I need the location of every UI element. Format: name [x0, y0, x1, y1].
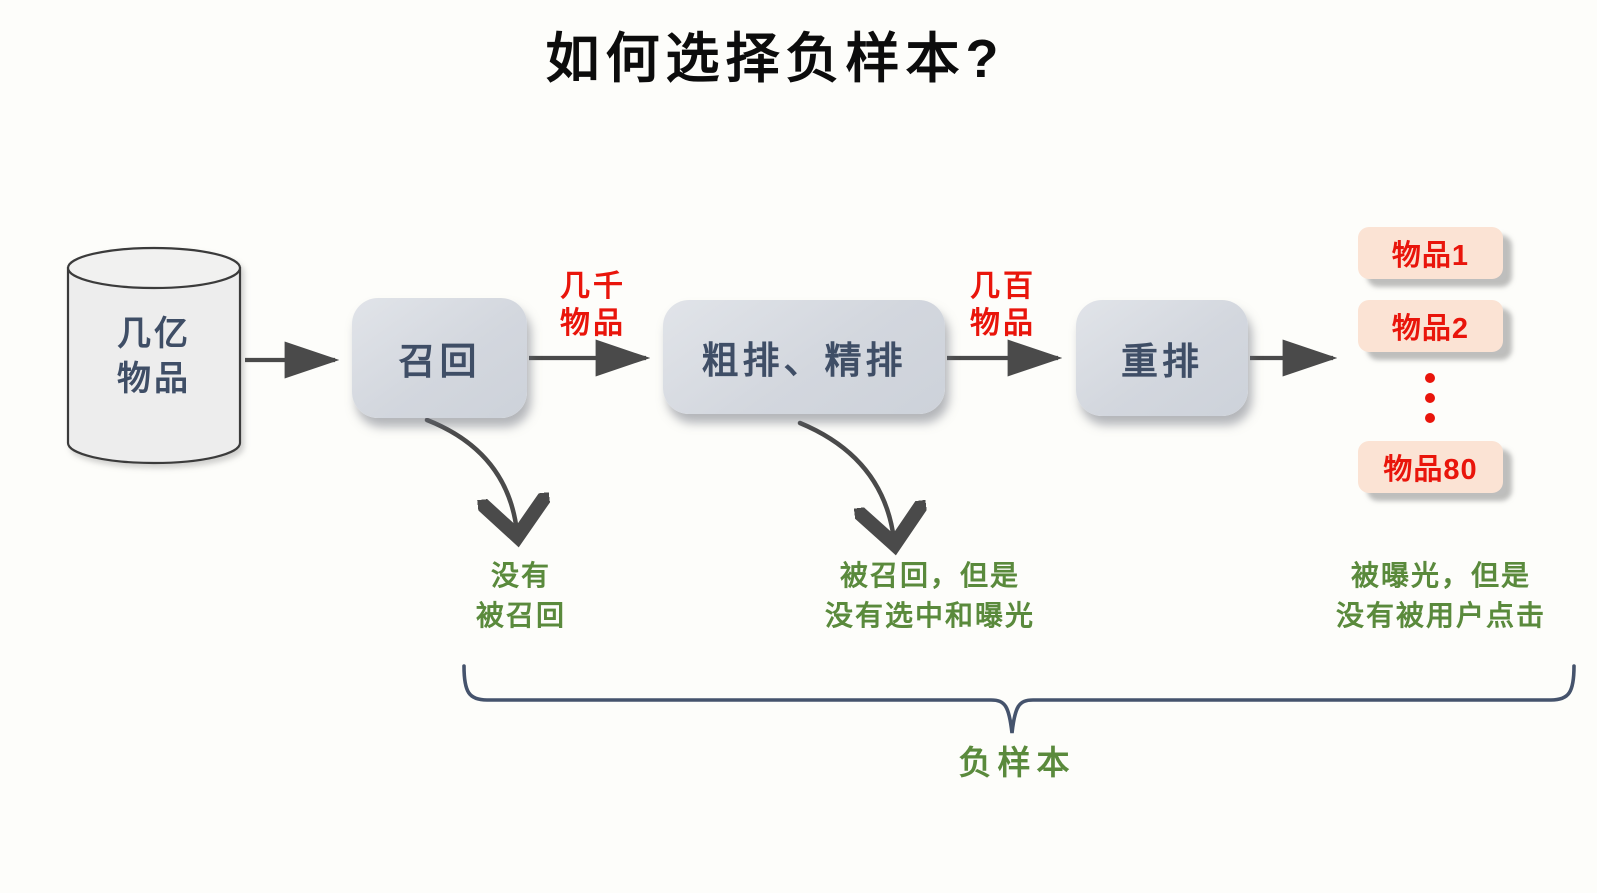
note-not-recalled-line1: 没有: [490, 560, 551, 591]
stage-recall-box: 召回: [352, 298, 527, 418]
flow-label-hundreds: 几百 物品: [923, 268, 1083, 342]
cylinder-label: 几亿 物品: [68, 312, 240, 402]
note-recalled-not-exposed-line1: 被召回，但是: [839, 560, 1020, 591]
stage-ranking-label: 粗排、精排: [701, 340, 907, 381]
negative-samples-brace: [462, 664, 1576, 734]
stage-recall-label: 召回: [398, 341, 481, 382]
flow-label-hundreds-line1: 几百: [970, 270, 1036, 303]
note-recalled-not-exposed: 被召回，但是 没有选中和曝光: [770, 556, 1090, 636]
note-exposed-not-clicked: 被曝光，但是 没有被用户点击: [1281, 556, 1597, 636]
flow-label-thousands-line2: 物品: [560, 307, 626, 340]
stage-rerank-box: 重排: [1076, 300, 1248, 416]
result-item-1-label: 物品1: [1391, 240, 1470, 272]
arrow-recall-dropout: [424, 417, 517, 532]
arrow-ranking-dropout: [797, 420, 894, 540]
result-item-2-label: 物品2: [1391, 313, 1470, 345]
note-exposed-not-clicked-line1: 被曝光，但是: [1350, 560, 1531, 591]
result-item-80-label: 物品80: [1383, 454, 1478, 486]
cylinder-label-line2: 物品: [117, 360, 191, 398]
note-not-recalled-line2: 被召回: [475, 600, 566, 631]
page-title: 如何选择负样本?: [545, 29, 1005, 89]
flow-label-thousands-line1: 几千: [560, 270, 626, 303]
negative-samples-label: 负样本: [958, 744, 1076, 781]
result-item-1: 物品1: [1358, 227, 1503, 279]
vertical-ellipsis-icon: [1425, 373, 1435, 423]
stage-ranking-box: 粗排、精排: [663, 300, 945, 414]
flow-label-hundreds-line2: 物品: [970, 307, 1036, 340]
note-recalled-not-exposed-line2: 没有选中和曝光: [824, 600, 1035, 631]
stage-rerank-label: 重排: [1121, 341, 1203, 382]
items-database-cylinder: [66, 246, 242, 465]
result-item-80: 物品80: [1358, 441, 1503, 493]
note-exposed-not-clicked-line2: 没有被用户点击: [1335, 600, 1546, 631]
note-not-recalled: 没有 被召回: [401, 556, 641, 636]
result-item-2: 物品2: [1358, 300, 1503, 352]
flow-label-thousands: 几千 物品: [513, 268, 673, 342]
cylinder-label-line1: 几亿: [117, 315, 191, 353]
